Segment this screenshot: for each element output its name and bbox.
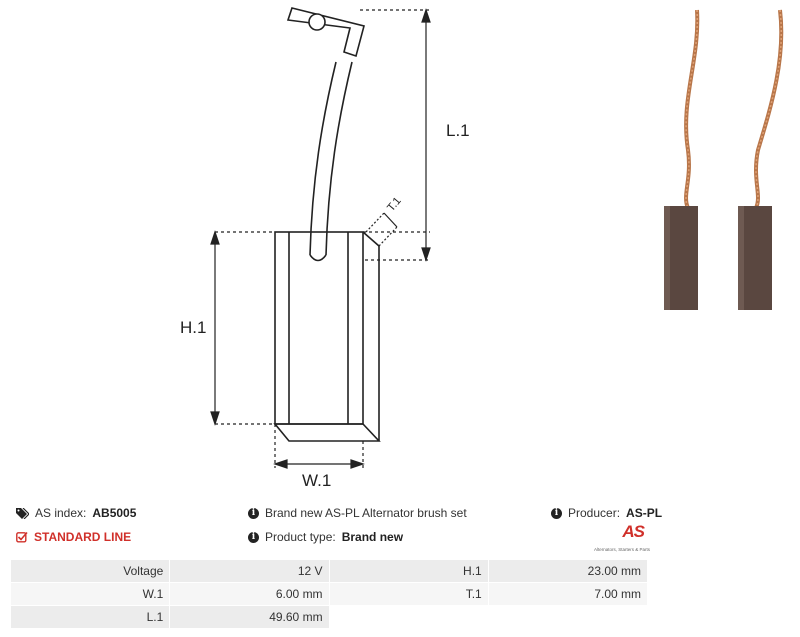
checkbox-icon bbox=[16, 531, 28, 543]
table-row: Voltage 12 V H.1 23.00 mm bbox=[9, 559, 649, 583]
product-type-value: Brand new bbox=[341, 530, 404, 544]
param-key: L.1 bbox=[9, 605, 171, 629]
label-l1: L.1 bbox=[446, 121, 470, 140]
parameters-table: Voltage 12 V H.1 23.00 mm W.1 6.00 mm T.… bbox=[9, 559, 649, 629]
as-pl-logo: AS Alternators, Starters & Parts bbox=[586, 522, 650, 552]
param-key: Voltage bbox=[9, 559, 171, 583]
product-photo bbox=[664, 9, 784, 310]
label-h1: H.1 bbox=[180, 318, 206, 337]
producer-label: Producer: bbox=[568, 506, 621, 520]
info-circle-icon: i bbox=[551, 507, 562, 519]
tags-icon bbox=[16, 507, 29, 519]
label-t1: T.1 bbox=[385, 195, 404, 214]
param-value-empty bbox=[487, 605, 649, 629]
as-index: AS index: AB5005 bbox=[16, 503, 136, 523]
description: i Brand new AS-PL Alternator brush set bbox=[248, 503, 467, 523]
as-index-value: AB5005 bbox=[92, 506, 137, 520]
logo-mark: AS bbox=[622, 522, 645, 541]
param-key: T.1 bbox=[328, 582, 489, 606]
dimension-lines bbox=[210, 8, 431, 469]
table-row: W.1 6.00 mm T.1 7.00 mm bbox=[9, 582, 649, 606]
technical-drawing: L.1 H.1 W.1 T.1 bbox=[180, 7, 784, 490]
param-value: 6.00 mm bbox=[169, 582, 330, 606]
label-w1: W.1 bbox=[302, 471, 331, 490]
param-key: H.1 bbox=[328, 559, 489, 583]
product-info: AS index: AB5005 STANDARD LINE i Brand n… bbox=[0, 500, 800, 560]
info-circle-icon: i bbox=[248, 531, 259, 543]
description-text: Brand new AS-PL Alternator brush set bbox=[265, 506, 467, 520]
param-value: 23.00 mm bbox=[487, 559, 649, 583]
brush-outline bbox=[273, 7, 381, 442]
param-value: 12 V bbox=[169, 559, 330, 583]
table-row: L.1 49.60 mm bbox=[9, 605, 649, 629]
standard-line-label: STANDARD LINE bbox=[34, 530, 132, 544]
product-type-label: Product type: bbox=[265, 530, 336, 544]
param-value: 49.60 mm bbox=[169, 605, 330, 629]
standard-line: STANDARD LINE bbox=[16, 527, 131, 547]
param-key: W.1 bbox=[9, 582, 171, 606]
as-index-label: AS index: bbox=[35, 506, 87, 520]
param-key-empty bbox=[328, 605, 489, 629]
producer-value: AS-PL bbox=[626, 506, 663, 520]
product-type: i Product type: Brand new bbox=[248, 527, 403, 547]
param-value: 7.00 mm bbox=[487, 582, 649, 606]
logo-slogan: Alternators, Starters & Parts bbox=[593, 547, 650, 552]
info-circle-icon: i bbox=[248, 507, 259, 519]
producer: i Producer: AS-PL bbox=[551, 503, 662, 523]
